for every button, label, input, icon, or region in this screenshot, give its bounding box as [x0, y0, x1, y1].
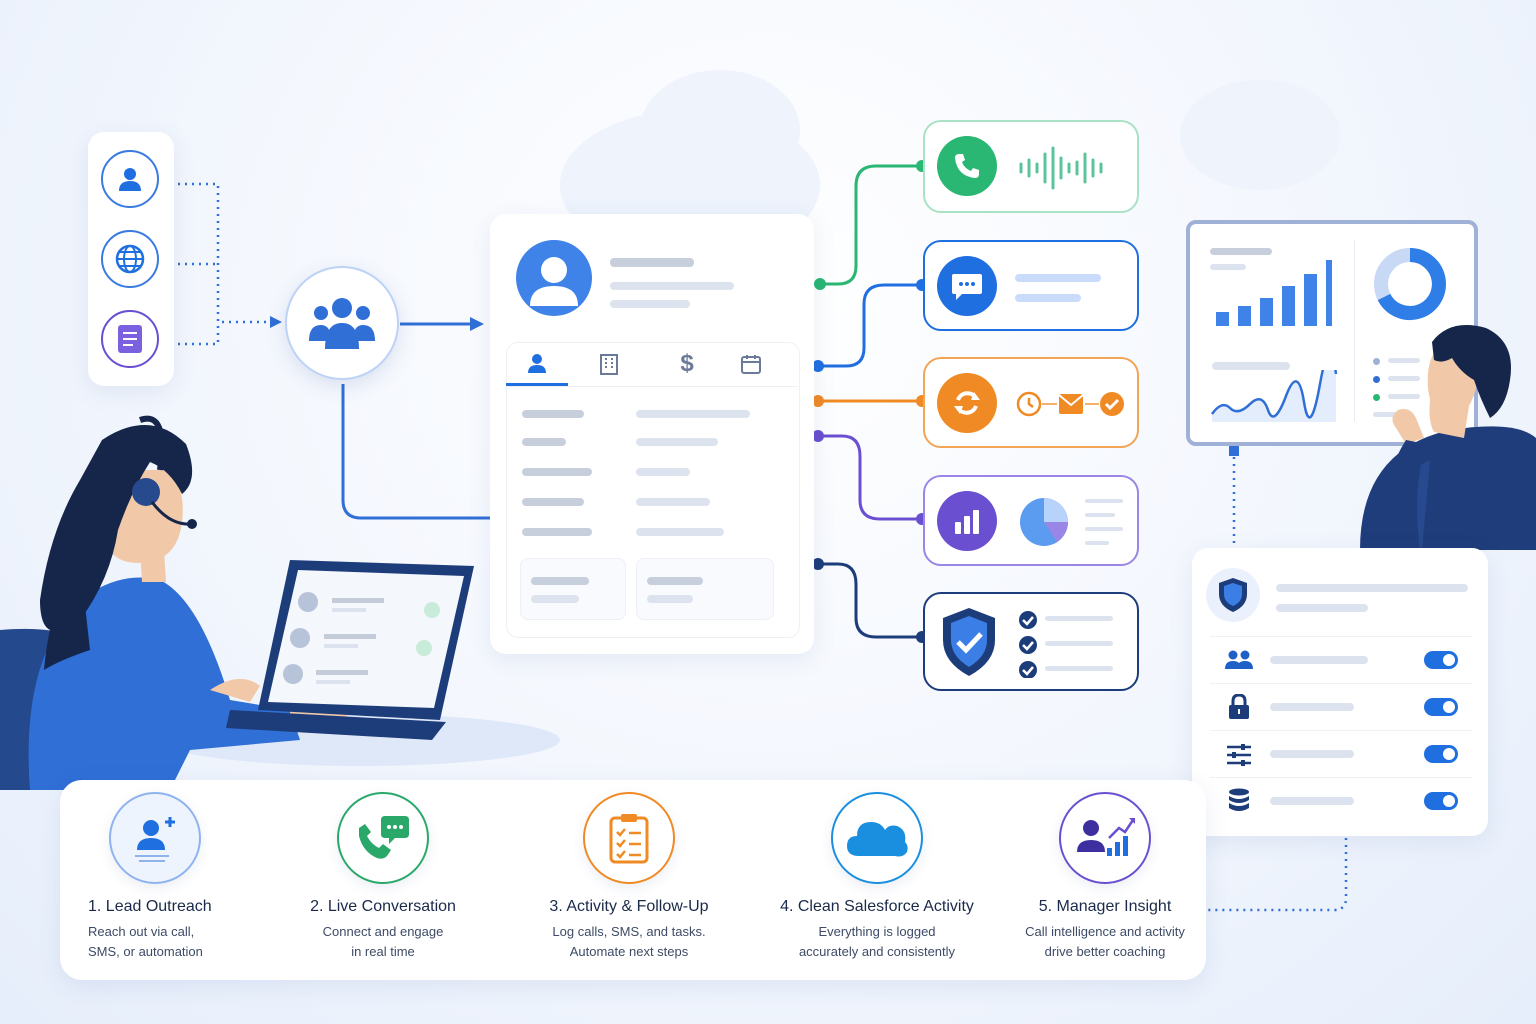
- step-description-line: Everything is logged: [818, 924, 936, 939]
- lock-icon: [1229, 694, 1249, 719]
- database-toggle[interactable]: [1424, 792, 1458, 810]
- person-icon: [119, 168, 141, 191]
- web-source[interactable]: [101, 230, 159, 288]
- step-live-conversation: 2. Live Conversation Connect and engage i…: [290, 792, 476, 962]
- bar-chart-icon: [937, 491, 997, 551]
- person-source[interactable]: [101, 150, 159, 208]
- users-icon: [1225, 650, 1253, 669]
- step-clean-salesforce-activity: 4. Clean Salesforce Activity Everything …: [770, 792, 984, 962]
- contact-icon: [528, 353, 546, 373]
- background-cloud: [1180, 80, 1340, 190]
- step-description: Reach out via call, SMS, or automation: [88, 922, 250, 962]
- globe-icon: [115, 244, 145, 274]
- step-title: 5. Manager Insight: [1038, 898, 1172, 915]
- contact-avatar: [516, 240, 592, 316]
- step-description: Everything is logged accurately and consi…: [770, 922, 984, 962]
- workflow-steps-icon: [1016, 391, 1124, 417]
- building-icon: [600, 354, 618, 375]
- background-cloud: [640, 70, 800, 190]
- setting-row-users: [1210, 636, 1472, 683]
- checklist-icon: [1019, 611, 1037, 678]
- step-description-line: Call intelligence and activity: [1025, 924, 1185, 939]
- channel-voice-call[interactable]: [923, 120, 1139, 213]
- line-chart-icon: [1210, 370, 1338, 422]
- pie-chart-icon: [1020, 498, 1068, 546]
- cloud-icon: [831, 792, 923, 884]
- tab-account[interactable]: [578, 342, 640, 386]
- setting-row-sliders: [1210, 730, 1472, 777]
- step-description-line: Automate next steps: [569, 944, 689, 959]
- lock-toggle[interactable]: [1424, 698, 1458, 716]
- crm-field-box: [520, 558, 626, 620]
- donut-chart-icon: [1374, 248, 1446, 320]
- step-description-line: Reach out via call,: [88, 924, 195, 939]
- audio-waveform-icon: [1019, 146, 1103, 190]
- tab-opportunity[interactable]: $: [656, 342, 718, 386]
- calendar-icon: [741, 355, 761, 374]
- step-manager-insight: 5. Manager Insight Call intelligence and…: [1010, 792, 1200, 962]
- phone-icon: [937, 136, 997, 196]
- step-lead-outreach: 1. Lead Outreach Reach out via call, SMS,…: [60, 792, 250, 962]
- lead-hub[interactable]: [285, 266, 399, 380]
- add-user-icon: [109, 792, 201, 884]
- sliders-toggle[interactable]: [1424, 745, 1458, 763]
- user-growth-chart-icon: [1059, 792, 1151, 884]
- step-description-line: accurately and consistently: [798, 944, 956, 959]
- setting-row-lock: [1210, 683, 1472, 730]
- crm-field-box: [636, 558, 774, 620]
- step-description: Log calls, SMS, and tasks. Automate next …: [526, 922, 732, 962]
- phone-chat-icon: [337, 792, 429, 884]
- step-description-line: drive better coaching: [1044, 944, 1166, 959]
- sync-icon: [937, 373, 997, 433]
- crm-tab-bar: $: [506, 342, 798, 387]
- chat-icon: [937, 256, 997, 316]
- database-icon: [1229, 788, 1249, 811]
- security-settings-panel: [1192, 548, 1488, 836]
- users-toggle[interactable]: [1424, 651, 1458, 669]
- channel-sms-message[interactable]: [923, 240, 1139, 331]
- bar-chart-icon: [1216, 260, 1332, 326]
- user-avatar-icon: [530, 257, 578, 306]
- step-description: Call intelligence and activity drive bett…: [1010, 922, 1200, 962]
- channel-automation[interactable]: [923, 357, 1139, 448]
- form-source[interactable]: [101, 310, 159, 368]
- step-description-line: Log calls, SMS, and tasks.: [552, 924, 706, 939]
- step-description-line: Connect and engage: [322, 924, 444, 939]
- manager-dashboard: [1186, 220, 1478, 446]
- tab-calendar[interactable]: [720, 342, 782, 386]
- setting-row-database: [1210, 777, 1472, 824]
- manager-illustration: [1360, 325, 1536, 550]
- step-title: 3. Activity & Follow-Up: [549, 898, 709, 915]
- tab-contact[interactable]: [506, 342, 568, 386]
- channel-compliance[interactable]: [923, 592, 1139, 691]
- dollar-icon: $: [680, 350, 694, 377]
- crm-record-card: $: [490, 214, 814, 654]
- sliders-icon: [1227, 744, 1251, 766]
- agent-illustration: [0, 415, 560, 790]
- shield-icon: [1206, 568, 1260, 622]
- team-icon: [309, 298, 375, 349]
- step-title: 2. Live Conversation: [310, 898, 456, 915]
- step-description-line: in real time: [351, 944, 415, 959]
- step-title: 4. Clean Salesforce Activity: [780, 898, 974, 915]
- step-description: Connect and engage in real time: [290, 922, 476, 962]
- lead-source-panel: [88, 132, 174, 386]
- step-activity-follow-up: 3. Activity & Follow-Up Log calls, SMS, …: [526, 792, 732, 962]
- step-description-line: SMS, or automation: [88, 944, 203, 959]
- crm-detail-panel: [506, 342, 800, 638]
- channel-analytics[interactable]: [923, 475, 1139, 566]
- document-icon: [118, 325, 142, 353]
- shield-check-icon: [943, 608, 995, 676]
- clipboard-checklist-icon: [583, 792, 675, 884]
- step-title: 1. Lead Outreach: [88, 898, 212, 915]
